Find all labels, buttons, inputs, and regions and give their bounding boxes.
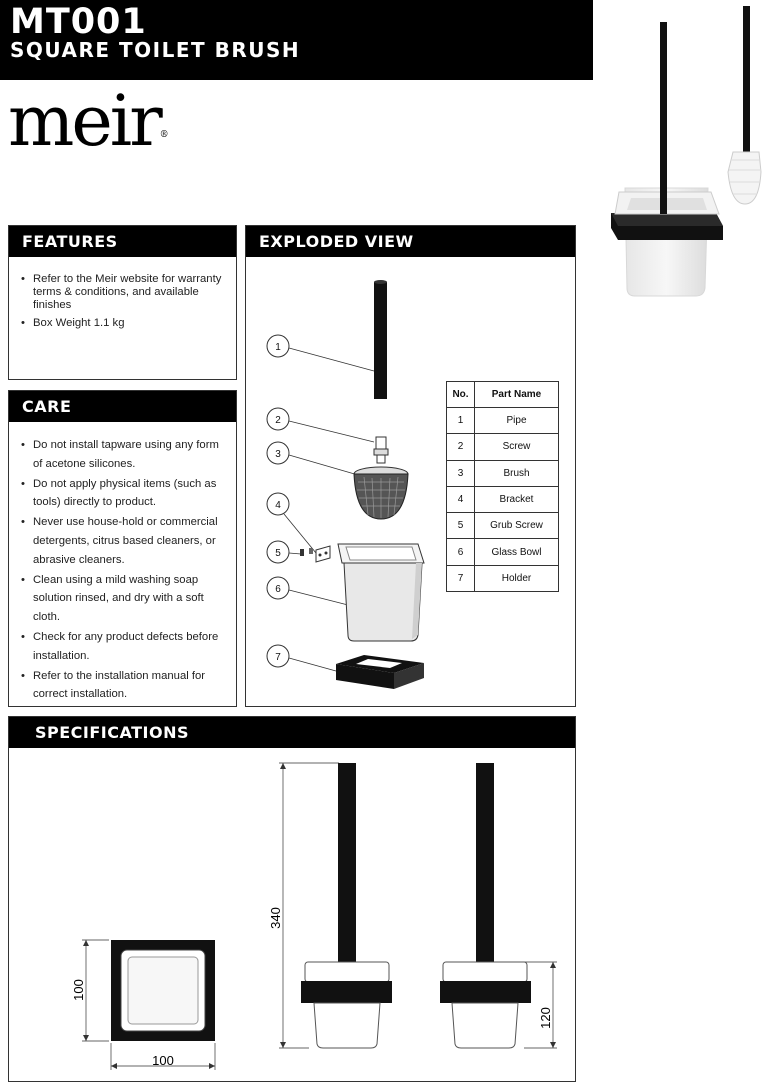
exploded-diagram: 1 2 3 4 5 6 7	[266, 280, 425, 689]
svg-text:2: 2	[275, 415, 281, 426]
svg-text:1: 1	[275, 342, 281, 353]
svg-text:4: 4	[275, 500, 281, 511]
part-name: Bracket	[474, 485, 559, 514]
care-item: Clean using a mild washing soap solution…	[21, 571, 222, 627]
top-view	[111, 940, 215, 1041]
brand-logo: meir®	[8, 86, 169, 156]
care-item: Do not apply physical items (such as too…	[21, 475, 222, 513]
header-part-name: Part Name	[474, 381, 559, 408]
part-name: Brush	[474, 459, 559, 487]
care-item: Refer to the installation manual for cor…	[21, 667, 222, 705]
care-title: CARE	[9, 391, 236, 422]
part-name: Pipe	[474, 406, 559, 435]
callout-5: 5	[266, 540, 290, 564]
pipe-part	[374, 280, 387, 399]
product-code: MT001	[10, 2, 147, 42]
features-title: FEATURES	[9, 226, 236, 257]
feature-item: Box Weight 1.1 kg	[21, 317, 222, 330]
part-name: Screw	[474, 433, 559, 461]
brand-logo-text: meir	[8, 80, 163, 162]
part-no: 1	[446, 406, 475, 435]
care-item: Never use house-hold or commercial deter…	[21, 513, 222, 569]
part-name: Grub Screw	[474, 512, 559, 540]
callout-4: 4	[266, 492, 290, 516]
care-item: Do not install tapware using any form of…	[21, 436, 222, 474]
front-view	[301, 763, 392, 1049]
part-no: 6	[446, 538, 475, 566]
glass-bowl-part	[337, 543, 425, 642]
features-list: Refer to the Meir website for warranty t…	[21, 273, 222, 335]
callout-3: 3	[266, 441, 290, 465]
holder-part	[336, 655, 424, 689]
specifications-panel: SPECIFICATIONS	[8, 716, 576, 1082]
callout-1: 1	[266, 334, 290, 358]
parts-table-header: No. Part Name	[446, 381, 559, 408]
svg-text:6: 6	[275, 584, 281, 595]
part-name: Holder	[474, 564, 559, 593]
title-banner: MT001 SQUARE TOILET BRUSH	[0, 0, 593, 80]
care-list: Do not install tapware using any form of…	[21, 436, 222, 705]
part-no: 4	[446, 485, 475, 514]
exploded-view-title: EXPLODED VIEW	[246, 226, 575, 257]
dim-holder-label: 120	[538, 1007, 553, 1029]
part-no: 3	[446, 459, 475, 487]
brush-part	[353, 466, 409, 520]
product-photo	[611, 6, 762, 297]
part-no: 7	[446, 564, 475, 593]
dim-width-label: 100	[152, 1053, 174, 1068]
bracket-part	[315, 545, 331, 563]
part-name: Glass Bowl	[474, 538, 559, 566]
part-no: 2	[446, 433, 475, 461]
care-panel: CARE Do not install tapware using any fo…	[8, 390, 237, 707]
svg-text:5: 5	[275, 548, 281, 559]
svg-text:7: 7	[275, 652, 281, 663]
specifications-drawing: 100 100 340 120	[71, 762, 557, 1070]
dim-depth-label: 100	[71, 979, 86, 1001]
header-no: No.	[446, 381, 475, 408]
screw-part	[373, 436, 389, 464]
product-name: SQUARE TOILET BRUSH	[10, 38, 301, 62]
feature-item: Refer to the Meir website for warranty t…	[21, 273, 222, 312]
callout-6: 6	[266, 576, 290, 600]
exploded-view-panel: EXPLODED VIEW 1 2 3 4 5 6 7	[245, 225, 576, 707]
grub-screw-part	[300, 548, 313, 556]
features-panel: FEATURES Refer to the Meir website for w…	[8, 225, 237, 380]
callout-7: 7	[266, 644, 290, 668]
callout-2: 2	[266, 407, 290, 431]
specifications-title: SPECIFICATIONS	[9, 717, 575, 748]
side-view	[440, 763, 531, 1049]
svg-text:3: 3	[275, 449, 281, 460]
care-item: Check for any product defects before ins…	[21, 628, 222, 666]
dim-height-label: 340	[268, 907, 283, 929]
part-no: 5	[446, 512, 475, 540]
registered-mark: ®	[159, 130, 169, 140]
